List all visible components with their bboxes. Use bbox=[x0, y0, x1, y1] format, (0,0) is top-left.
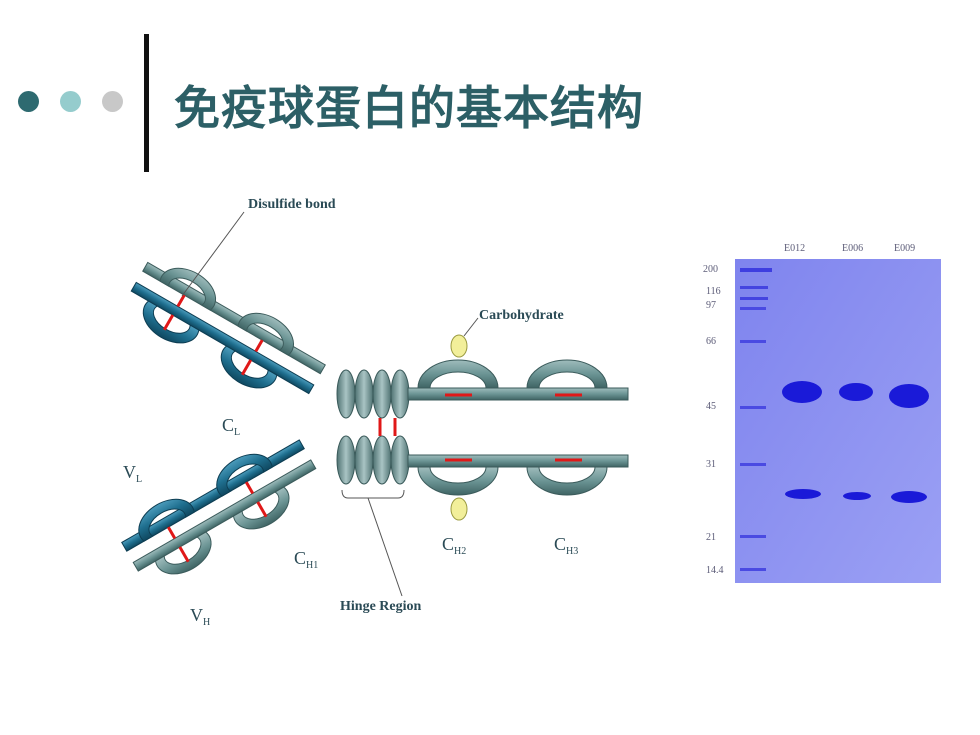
gel-lane-label: E006 bbox=[842, 243, 863, 254]
disulfide-bond bbox=[178, 546, 190, 563]
gel-marker-label: 45 bbox=[706, 401, 716, 412]
vl-domain bbox=[138, 498, 195, 542]
vh-domain bbox=[155, 531, 212, 575]
bullet-dot-2 bbox=[60, 91, 81, 112]
heavy-chain-strand bbox=[142, 261, 326, 375]
gel-lane-label: E009 bbox=[894, 243, 915, 254]
carbohydrate-pointer bbox=[463, 317, 479, 337]
light-chain-strand bbox=[130, 281, 315, 395]
ch1-domain bbox=[232, 486, 290, 530]
gel-background bbox=[735, 259, 941, 583]
heavy-chain-strand bbox=[407, 387, 629, 401]
gel-marker-label: 21 bbox=[706, 532, 716, 543]
disulfide-bond bbox=[167, 526, 177, 540]
label-ch3: CH3 bbox=[554, 534, 578, 557]
label-ch2: CH2 bbox=[442, 534, 466, 557]
ch2-domain bbox=[417, 466, 499, 496]
hinge-pointer bbox=[367, 497, 403, 597]
disulfide-bond bbox=[244, 481, 255, 495]
hinge-region bbox=[336, 369, 410, 485]
hinge-bracket bbox=[341, 489, 405, 499]
gel-bands-heavy bbox=[782, 381, 929, 408]
carbohydrate-lower bbox=[450, 497, 468, 521]
bullet-dot-1 bbox=[18, 91, 39, 112]
ch2-domain bbox=[417, 359, 499, 389]
gel-bands-light bbox=[785, 489, 927, 503]
gel-image: E012 E006 E009 200 116 97 66 45 31 21 14… bbox=[703, 243, 941, 583]
disulfide-bond bbox=[254, 339, 264, 353]
label-vh: VH bbox=[190, 605, 210, 628]
gel-marker-label: 200 bbox=[703, 264, 718, 275]
cl-domain bbox=[220, 345, 278, 389]
gel-ladder bbox=[740, 268, 772, 571]
disulfide-bond bbox=[240, 359, 253, 376]
label-ch1: CH1 bbox=[294, 548, 318, 571]
disulfide-pointer bbox=[181, 211, 245, 297]
heavy-chain-strand bbox=[407, 454, 629, 468]
label-disulfide-bond: Disulfide bond bbox=[248, 197, 336, 212]
fab-arm-lower bbox=[121, 439, 317, 575]
title-divider bbox=[144, 34, 149, 172]
fc-chain-upper bbox=[407, 359, 629, 401]
fab-arm-upper bbox=[130, 261, 326, 395]
cl-domain bbox=[216, 453, 273, 497]
gel-marker-label: 31 bbox=[706, 459, 716, 470]
label-hinge-region: Hinge Region bbox=[340, 599, 421, 614]
label-cl: CL bbox=[222, 415, 240, 438]
disulfide-bond bbox=[176, 294, 186, 308]
disulfide-bond bbox=[163, 314, 175, 331]
fc-chain-lower bbox=[407, 454, 629, 496]
gel-lane-label: E012 bbox=[784, 243, 805, 254]
heavy-chain-strand bbox=[132, 459, 317, 572]
vh-domain bbox=[159, 267, 217, 311]
slide-title: 免疫球蛋白的基本结构 bbox=[174, 81, 644, 135]
gel-marker-label: 116 bbox=[706, 286, 721, 297]
light-chain-strand bbox=[121, 439, 305, 552]
ch3-domain bbox=[526, 466, 608, 496]
bullet-dot-3 bbox=[102, 91, 123, 112]
gel-marker-label: 66 bbox=[706, 336, 716, 347]
disulfide-bond bbox=[256, 501, 268, 518]
carbohydrate-upper bbox=[450, 334, 468, 358]
label-carbohydrate: Carbohydrate bbox=[479, 308, 564, 323]
vl-domain bbox=[142, 300, 200, 344]
gel-marker-label: 97 bbox=[706, 300, 716, 311]
gel-marker-label: 14.4 bbox=[706, 565, 724, 576]
ch3-domain bbox=[526, 359, 608, 389]
label-vl: VL bbox=[123, 462, 142, 485]
ch1-domain bbox=[237, 312, 294, 356]
